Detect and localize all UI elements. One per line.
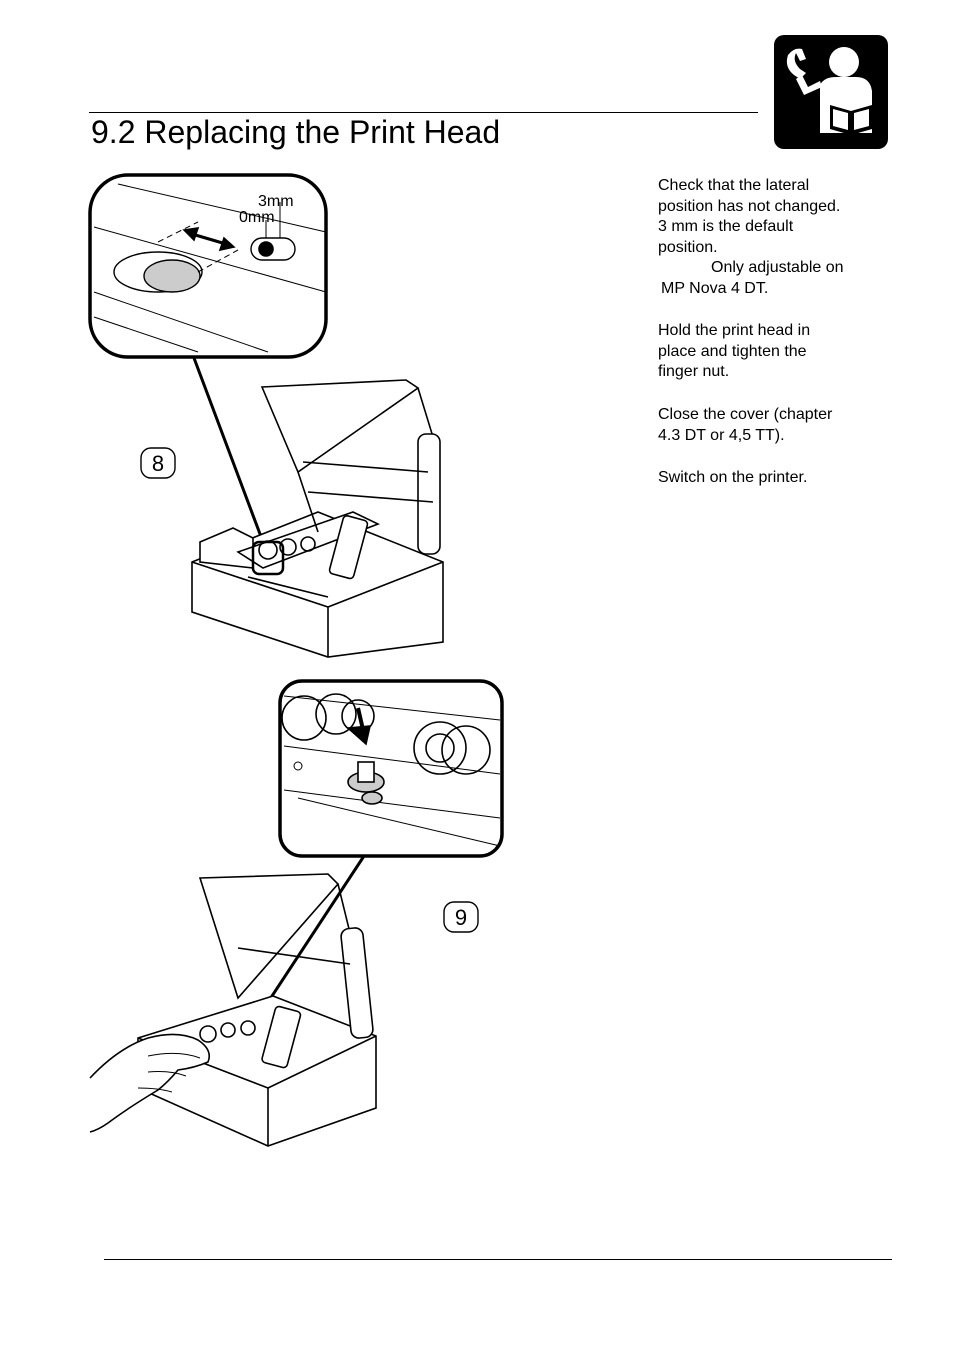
footer-rule: [104, 1259, 892, 1260]
instruction-close-cover: Close the cover (chapter 4.3 DT or 4,5 T…: [658, 406, 833, 444]
maintenance-manual-icon: [774, 35, 888, 149]
instruction-tighten-nut: Hold the print head in place and tighten…: [658, 322, 811, 380]
figure-step-8: 3mm 0mm 8: [88, 172, 458, 662]
page-title: 9.2 Replacing the Print Head: [91, 114, 501, 150]
instruction-note-adjustable: Only adjustable on MP Nova 4 DT.: [661, 259, 844, 297]
step-8-label: 8: [152, 451, 164, 476]
header-rule: [89, 112, 758, 113]
instruction-switch-on: Switch on the printer.: [658, 469, 808, 486]
step-9-label: 9: [455, 905, 467, 930]
scale-label-0mm: 0mm: [239, 209, 275, 226]
scale-label-3mm: 3mm: [258, 193, 294, 210]
instruction-lateral-position: Check that the lateral position has not …: [658, 177, 841, 256]
figure-step-9: 9: [88, 678, 508, 1153]
